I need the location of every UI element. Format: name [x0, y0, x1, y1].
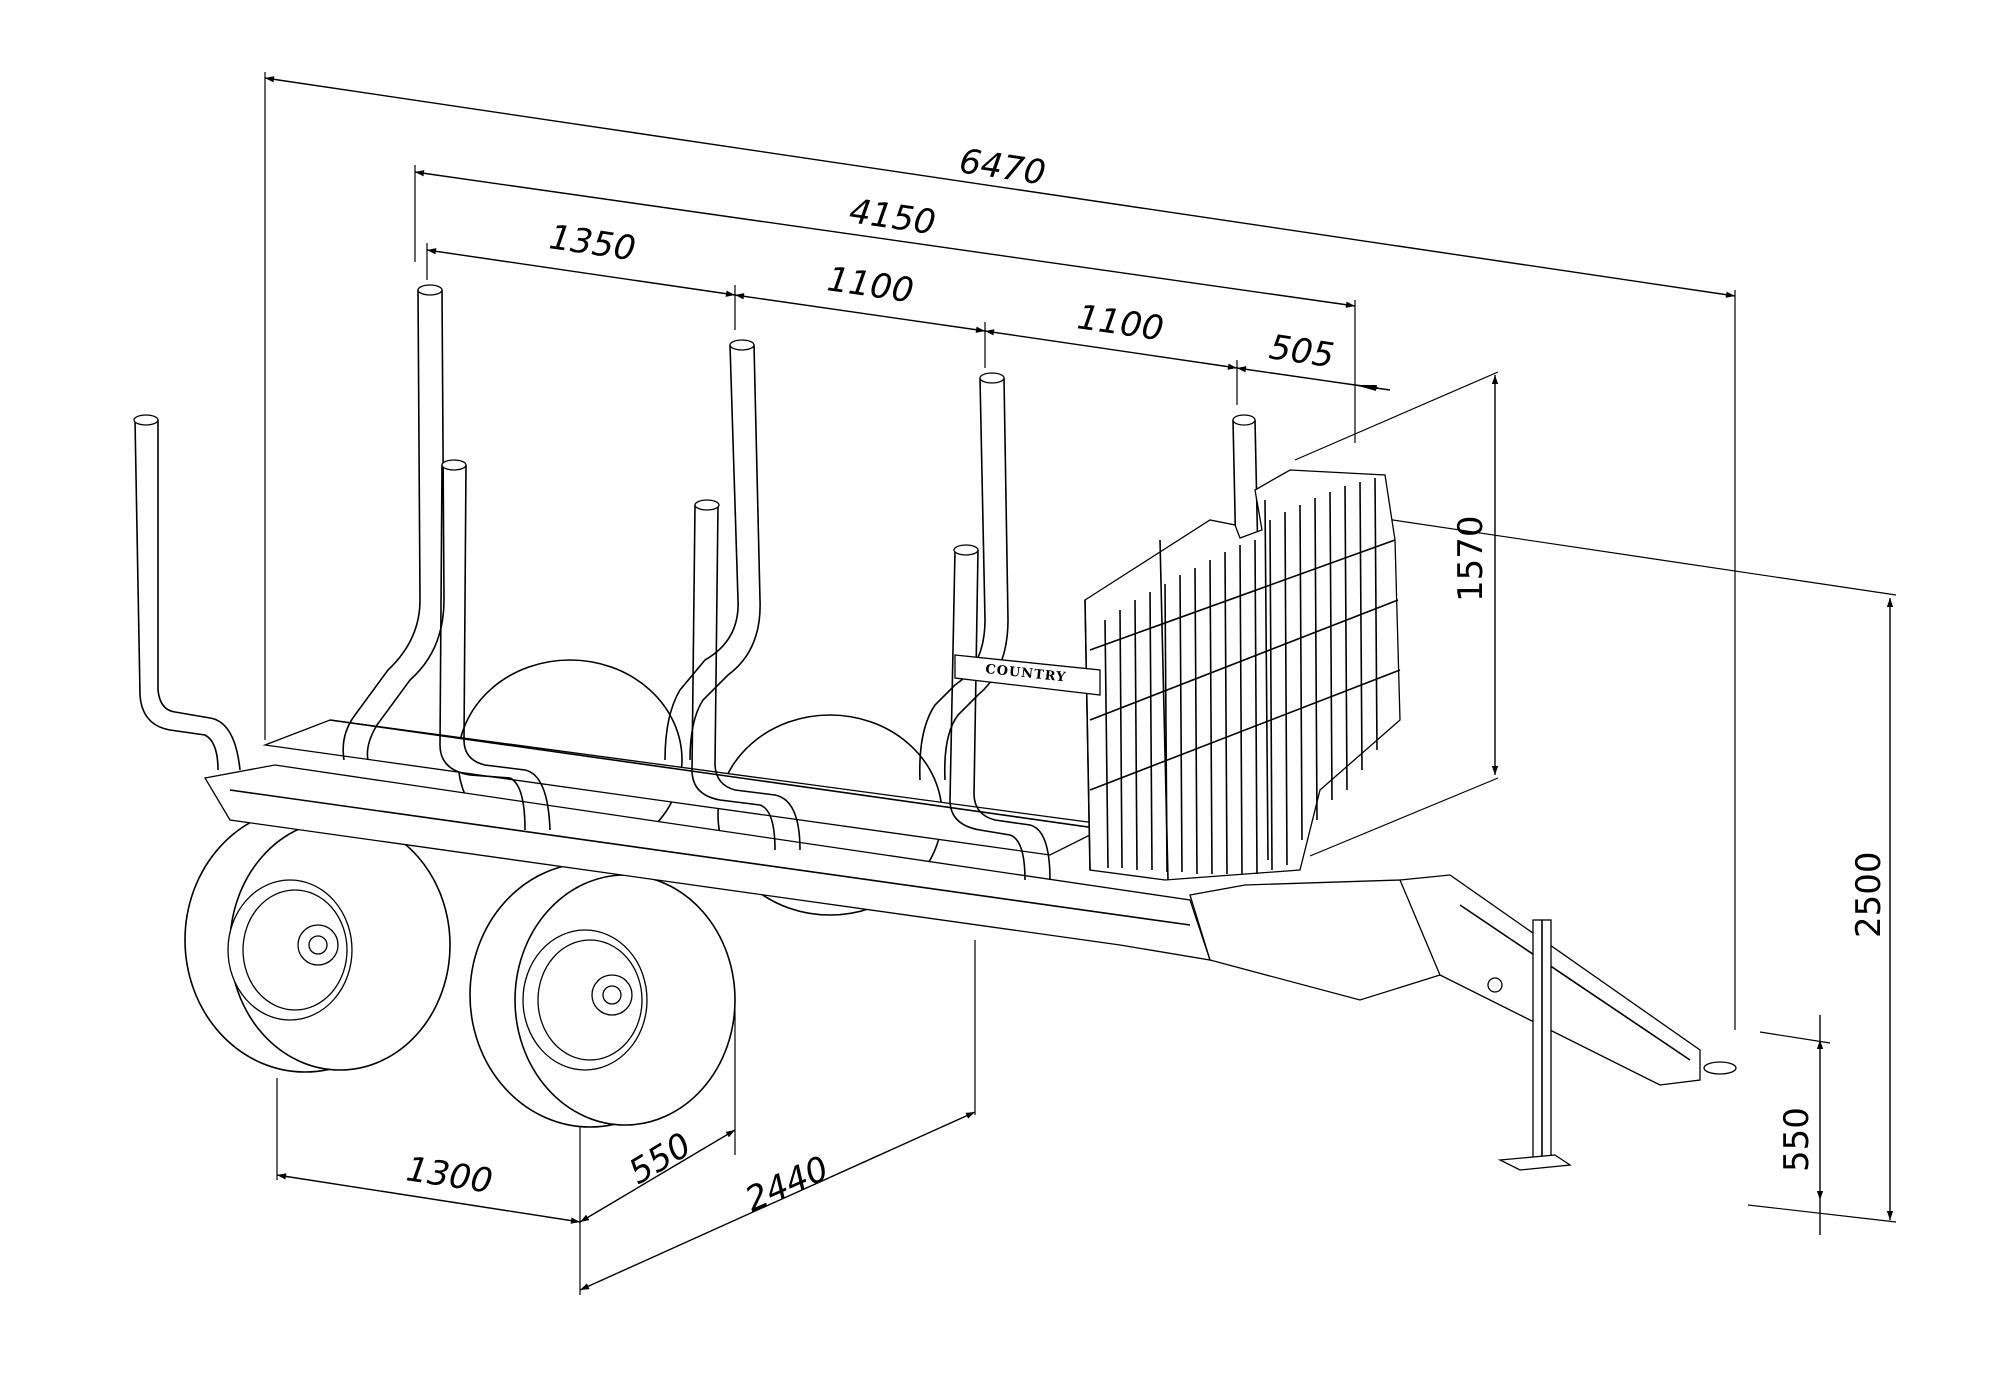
dim-line-1300 [276, 1173, 581, 1224]
brand-plate: COUNTRY [954, 654, 1101, 696]
drawbar [1399, 874, 1737, 1086]
rear-near-wheel [184, 807, 451, 1073]
headboard-grille [1084, 469, 1401, 881]
label-505: 505 [1267, 327, 1337, 376]
dim-line-1100b [984, 329, 1238, 370]
dim-line-4150 [414, 170, 1356, 308]
jack-stand [1497, 919, 1572, 1171]
label-6470: 6470 [957, 141, 1048, 193]
label-1570: 1570 [1451, 515, 1491, 602]
label-2500: 2500 [1849, 851, 1889, 938]
front-near-wheel [469, 862, 736, 1128]
dim-line-1350 [426, 248, 736, 297]
dimension-lines [264, 76, 1894, 1291]
dim-line-505 [1236, 366, 1356, 386]
dim-line-1100a [734, 293, 986, 333]
label-1350: 1350 [547, 217, 638, 269]
far-stakes [342, 284, 1259, 781]
dim-line-2440 [579, 1111, 976, 1291]
label-1300: 1300 [404, 1149, 496, 1201]
near-stakes [133, 414, 1051, 881]
near-frame-rail [203, 764, 1461, 1001]
trailer: COUNTRY [133, 284, 1737, 1171]
label-550-tire: 550 [622, 1125, 698, 1193]
label-2440: 2440 [739, 1148, 834, 1220]
label-1100b: 1100 [1075, 297, 1166, 349]
label-550-hitch: 550 [1777, 1107, 1817, 1172]
label-1100a: 1100 [825, 259, 916, 311]
